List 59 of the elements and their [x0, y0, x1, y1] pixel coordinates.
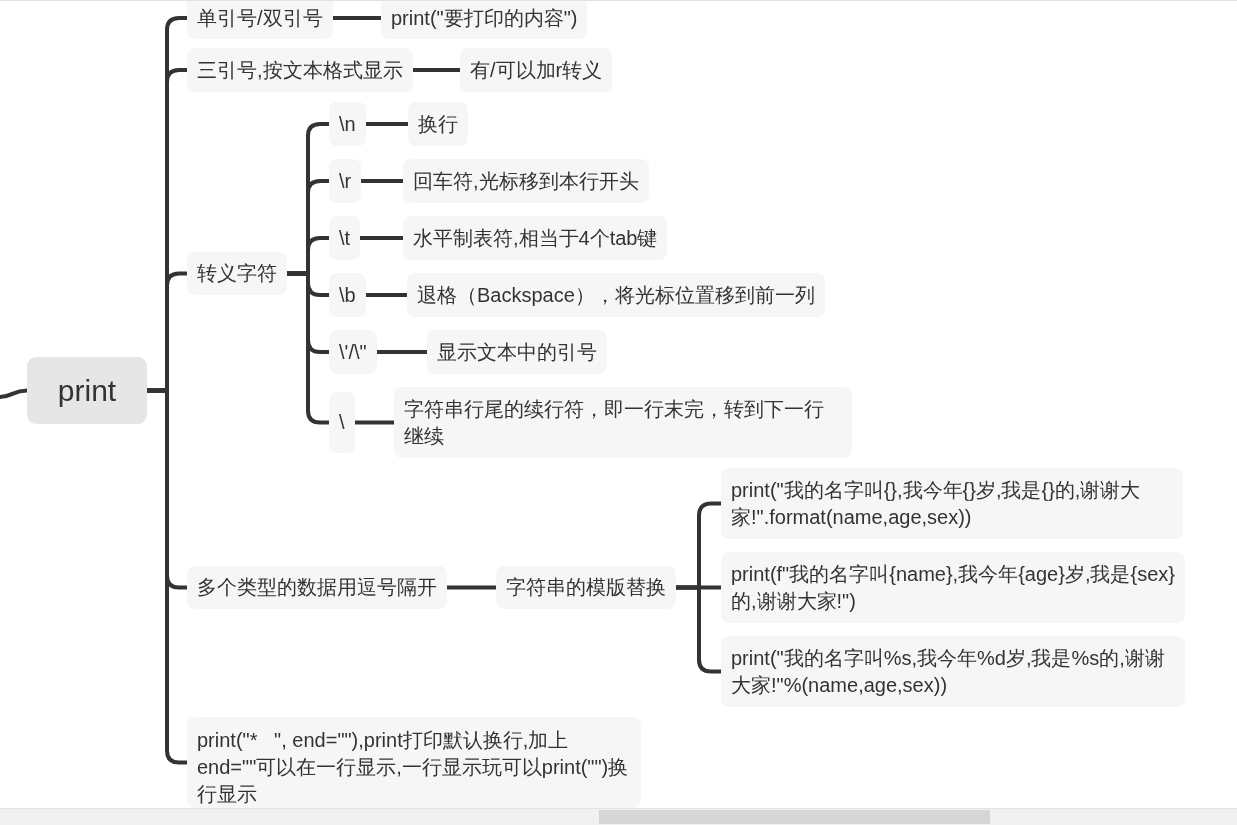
- topic-node: [329, 273, 366, 317]
- topic-node: [187, 252, 287, 295]
- topic-text: print("我的名字叫%s,我今年%d岁,我是%s的,谢谢大家!"%(name,age,sex)): [731, 645, 1166, 698]
- topic-text: 退格（Backspace），将光标位置移到前一列: [417, 282, 815, 308]
- topic-node: [407, 273, 825, 317]
- topic-text: 多个类型的数据用逗号隔开: [197, 575, 437, 600]
- connector-line: [366, 122, 408, 126]
- topic-text: 字符串行尾的续行符，即一行末完，转到下一行继续: [404, 396, 825, 449]
- topic-node: [394, 387, 852, 458]
- topic-text: print("要打印的内容"): [391, 5, 578, 31]
- topic-text: 单引号/双引号: [197, 5, 323, 31]
- topic-text: print("* ", end=""),print打印默认换行,加上end=""可以在一行显示,一行显示玩可以print("")换行显示: [197, 728, 630, 807]
- topic-node: [427, 330, 607, 374]
- central-topic: [27, 357, 147, 424]
- topic-node: [187, 717, 641, 808]
- topic-text: \t: [339, 225, 351, 251]
- topic-text: \r: [339, 168, 352, 194]
- connector-line: [0, 388, 28, 399]
- topic-text: 三引号,按文本格式显示: [197, 57, 403, 83]
- topic-text: print(f"我的名字叫{name},我今年{age}岁,我是{sex}的,谢谢大家!"): [731, 561, 1175, 614]
- connector-line: [361, 179, 403, 183]
- topic-node: [403, 216, 668, 260]
- topic-node: [187, 566, 447, 609]
- topic-text: \n: [339, 111, 356, 137]
- connector-line: [360, 236, 403, 240]
- topic-text: 转义字符: [197, 261, 277, 286]
- topic-node: [329, 159, 362, 203]
- topic-node: [721, 552, 1185, 623]
- topic-text: 有/可以加r转义: [470, 57, 603, 83]
- topic-node: [329, 102, 366, 146]
- topic-text: 回车符,光标移到本行开头: [413, 168, 639, 194]
- topic-node: [329, 330, 377, 374]
- connector-line: [447, 585, 496, 590]
- connector-line: [333, 16, 381, 20]
- connector-line: [377, 350, 427, 354]
- topic-node: [187, 1, 333, 39]
- topic-node: [403, 159, 649, 203]
- topic-node: [721, 636, 1185, 707]
- topic-node: [460, 48, 613, 92]
- topic-text: 换行: [418, 111, 458, 137]
- topic-text: 字符串的模版替换: [506, 575, 666, 600]
- topic-node: [408, 102, 468, 146]
- topic-node: [381, 1, 588, 39]
- topic-text: print: [57, 372, 117, 409]
- topic-text: print("我的名字叫{},我今年{}岁,我是{}的,谢谢大家!".format(name,age,sex)): [731, 477, 1142, 530]
- connector-line: [413, 68, 460, 72]
- topic-text: \: [339, 410, 345, 435]
- connector-line: [366, 293, 407, 297]
- topic-node: [721, 468, 1183, 539]
- topic-text: \b: [339, 282, 356, 308]
- topic-text: 水平制表符,相当于4个tab键: [413, 225, 658, 251]
- connector-line: [355, 420, 394, 425]
- connector-line: [287, 271, 329, 425]
- topic-text: \'/\": [339, 339, 367, 365]
- topic-text: 显示文本中的引号: [437, 339, 597, 365]
- topic-node: [329, 392, 355, 453]
- topic-node: [496, 566, 676, 609]
- topic-node: [187, 48, 413, 92]
- topic-node: [329, 216, 361, 260]
